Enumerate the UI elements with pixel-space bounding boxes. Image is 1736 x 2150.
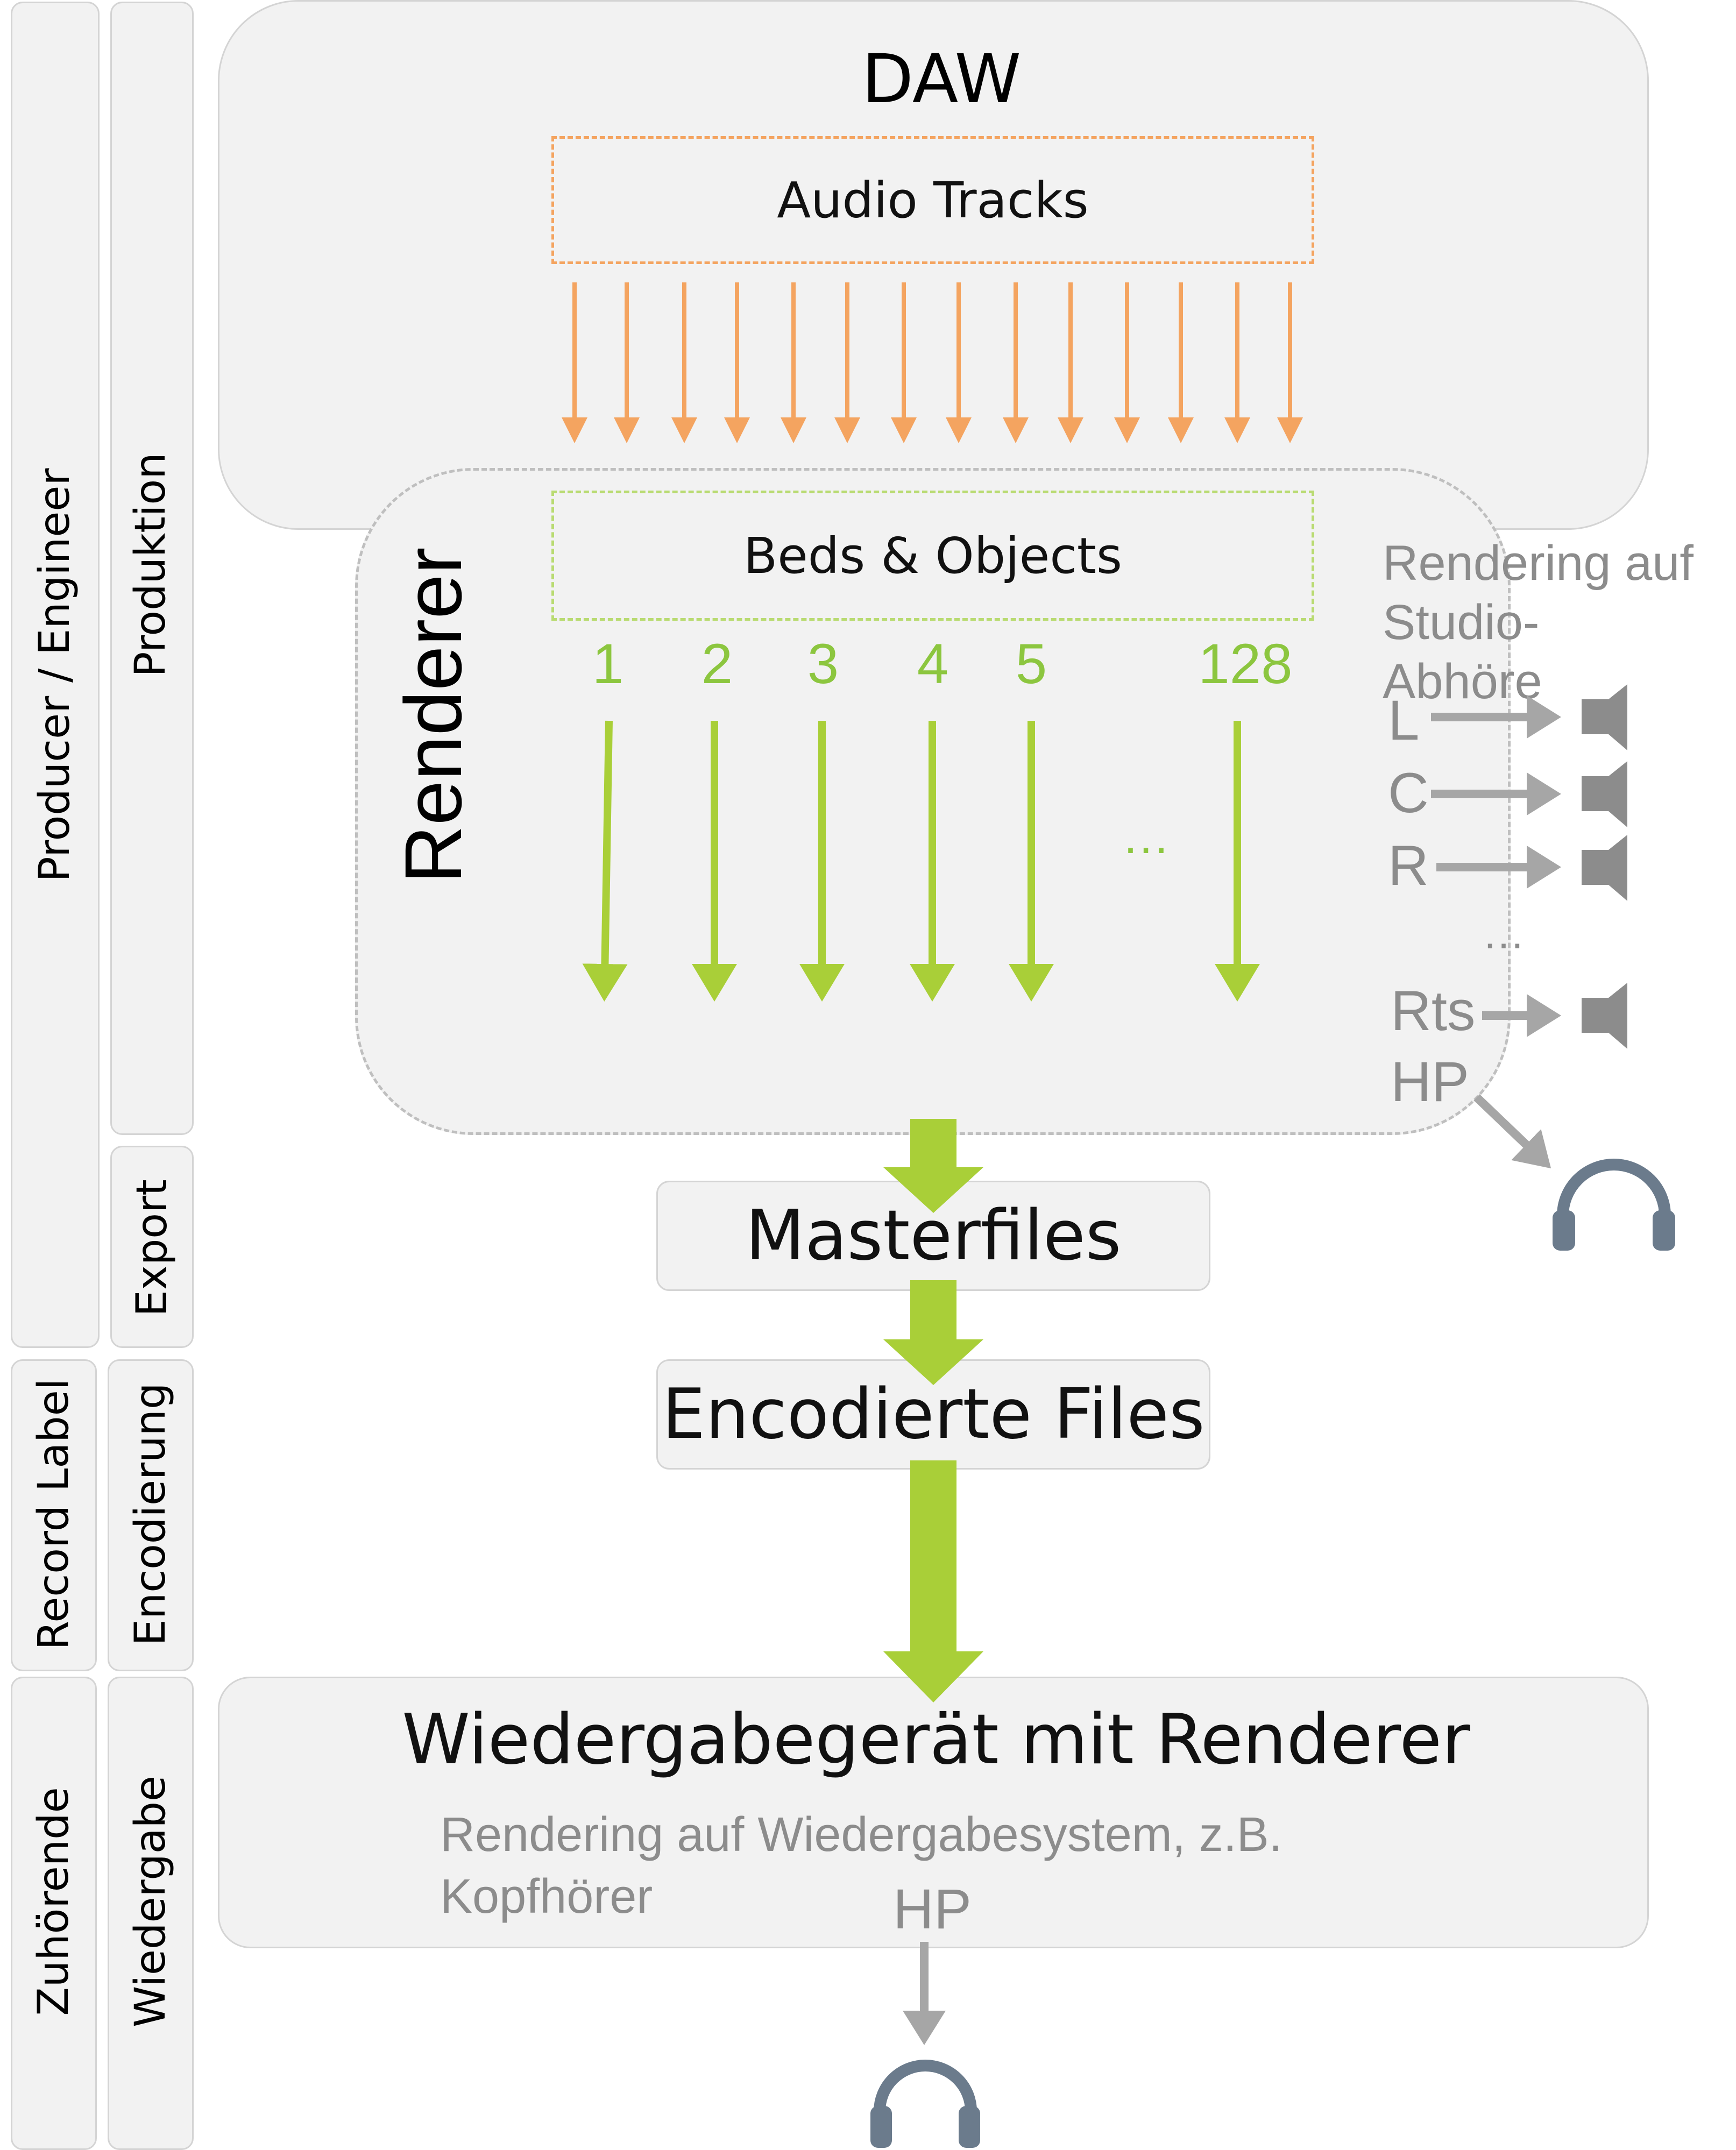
zuhoerende-panel — [11, 1677, 97, 2150]
output-label-hp: HP — [1391, 1051, 1469, 1113]
output-label-c: C — [1388, 762, 1429, 825]
playback-title: Wiedergabegerät mit Renderer — [402, 1700, 1470, 1780]
studio-caption-line2: Studio- — [1383, 595, 1540, 650]
wiedergabe-panel — [108, 1677, 194, 2150]
beds-objects-box: Beds & Objects — [551, 491, 1314, 621]
playback-caption-line2: Kopfhörer — [440, 1870, 653, 1924]
channel-arrow — [582, 720, 628, 1002]
speaker-icon — [1582, 835, 1627, 901]
output-label-r: R — [1388, 834, 1429, 897]
flow-arrow-encoded-to-playback — [883, 1460, 983, 1702]
flow-arrow-masterfiles-to-encoded — [883, 1280, 983, 1385]
speaker-icon — [1582, 684, 1627, 750]
channel-label-5: 5 — [1015, 633, 1047, 696]
headphones-icon — [870, 2060, 980, 2148]
channel-label-128: 128 — [1198, 633, 1293, 696]
export-panel — [110, 1146, 194, 1348]
channel-label-2: 2 — [701, 633, 733, 696]
record-label-panel — [11, 1359, 97, 1671]
flow-arrows — [883, 1119, 983, 1702]
encodierte-files-box: Encodierte Files — [656, 1359, 1210, 1470]
audio-tracks-box: Audio Tracks — [551, 136, 1314, 264]
track-arrows — [562, 282, 1303, 443]
output-label-l: L — [1388, 689, 1420, 752]
output-label-rts: Rts — [1391, 980, 1476, 1042]
playback-box — [218, 1677, 1649, 1948]
beds-objects-label: Beds & Objects — [743, 527, 1122, 585]
speaker-icon — [1582, 761, 1627, 827]
flow-arrow-renderer-to-masterfiles — [883, 1119, 983, 1213]
speaker-icon — [1582, 983, 1627, 1049]
daw-box — [218, 0, 1649, 530]
channel-label-1: 1 — [592, 633, 624, 696]
daw-title: DAW — [861, 40, 1022, 118]
output-arrows — [903, 696, 1561, 2045]
encodierung-panel — [108, 1359, 194, 1671]
output-ellipsis: … — [1482, 910, 1525, 957]
channel-ellipsis: … — [1122, 810, 1170, 864]
output-arrow-hp — [1473, 1094, 1551, 1169]
channel-label-4: 4 — [917, 633, 949, 696]
produktion-panel — [110, 2, 194, 1135]
channel-arrows — [582, 720, 1260, 1002]
producer-panel — [11, 2, 100, 1348]
channel-label-3: 3 — [807, 633, 839, 696]
encodierte-files-label: Encodierte Files — [662, 1374, 1205, 1454]
playback-caption-line1: Rendering auf Wiedergabesystem, z.B. — [440, 1808, 1282, 1862]
headphones-icon — [1553, 1159, 1675, 1251]
studio-caption-line3: Abhöre — [1383, 654, 1542, 709]
audio-tracks-label: Audio Tracks — [777, 171, 1089, 229]
playback-hp-label: HP — [893, 1878, 972, 1941]
studio-caption-line1: Rendering auf — [1383, 536, 1694, 591]
